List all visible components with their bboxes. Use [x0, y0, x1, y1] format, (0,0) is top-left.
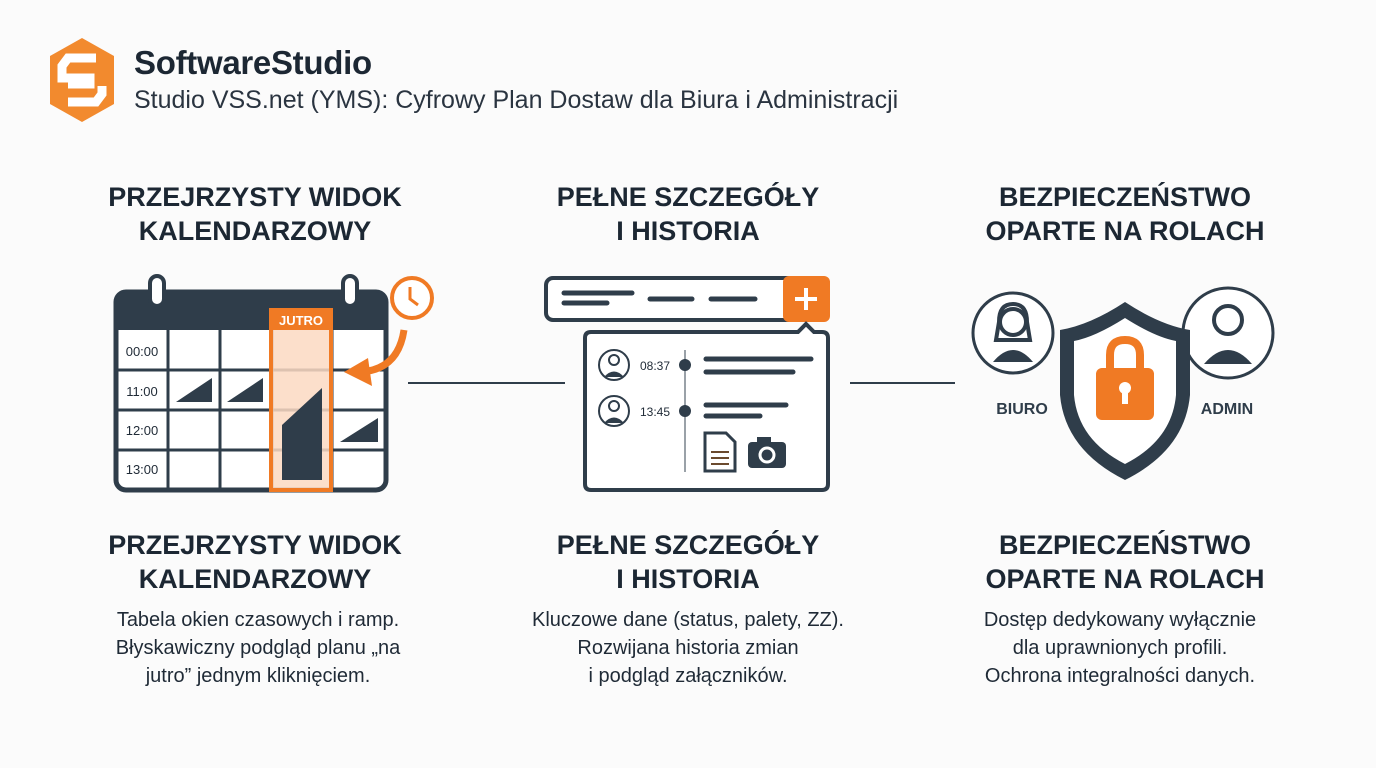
desc-line: Błyskawiczny podgląd planu „na — [115, 637, 401, 659]
time-label: 00:00 — [126, 344, 159, 359]
desc-line: Dostęp dedykowany wyłącznie — [983, 609, 1257, 631]
heading-line: PEŁNE SZCZEGÓŁY — [556, 182, 820, 212]
heading-line: OPARTE NA ROLACH — [985, 216, 1265, 246]
desc-line: jutro” jednym kliknięciem. — [145, 665, 371, 687]
jutro-label: JUTRO — [279, 313, 323, 328]
heading-line: I HISTORIA — [616, 216, 760, 246]
heading-line: PRZEJRZYSTY WIDOK — [108, 530, 402, 560]
calendar-heading: PRZEJRZYSTY WIDOK KALENDARZOWY — [35, 180, 475, 248]
desc-line: Ochrona integralności danych. — [984, 665, 1256, 687]
heading-line: I HISTORIA — [616, 564, 760, 594]
history-time: 13:45 — [640, 405, 670, 419]
history-time: 08:37 — [640, 359, 670, 373]
heading-line: OPARTE NA ROLACH — [985, 564, 1265, 594]
desc-line: i podgląd załączników. — [588, 665, 788, 687]
heading-line: KALENDARZOWY — [138, 216, 372, 246]
heading-line: KALENDARZOWY — [138, 564, 372, 594]
history-heading: PEŁNE SZCZEGÓŁY I HISTORIA — [468, 180, 908, 248]
desc-line: dla uprawnionych profili. — [1012, 637, 1228, 659]
software-studio-logo — [50, 38, 114, 122]
history-description: Kluczowe dane (status, palety, ZZ). Rozw… — [468, 606, 908, 690]
desc-line: Rozwijana historia zmian — [577, 637, 799, 659]
security-description: Dostęp dedykowany wyłącznie dla uprawnio… — [900, 606, 1340, 690]
time-label: 11:00 — [126, 384, 158, 399]
calendar-title: PRZEJRZYSTY WIDOK KALENDARZOWY — [35, 528, 475, 596]
heading-line: PEŁNE SZCZEGÓŁY — [556, 530, 820, 560]
heading-line: BEZPIECZEŃSTWO — [998, 182, 1251, 212]
role-label-admin: ADMIN — [1201, 401, 1253, 418]
security-heading: BEZPIECZEŃSTWO OPARTE NA ROLACH — [905, 180, 1345, 248]
history-panel-icon — [544, 276, 830, 492]
role-security-icon — [971, 286, 1275, 480]
heading-line: PRZEJRZYSTY WIDOK — [108, 182, 402, 212]
security-title: BEZPIECZEŃSTWO OPARTE NA ROLACH — [905, 528, 1345, 596]
calendar-icon — [113, 274, 434, 493]
clock-icon — [390, 276, 434, 320]
brand-name: SoftwareStudio — [134, 44, 372, 81]
heading-line: BEZPIECZEŃSTWO — [998, 530, 1251, 560]
desc-line: Tabela okien czasowych i ramp. — [116, 609, 400, 631]
lock-icon — [1106, 335, 1144, 370]
calendar-description: Tabela okien czasowych i ramp. Błyskawic… — [38, 606, 478, 690]
time-label: 12:00 — [126, 423, 159, 438]
role-label-biuro: BIURO — [996, 401, 1048, 418]
history-title: PEŁNE SZCZEGÓŁY I HISTORIA — [468, 528, 908, 596]
desc-line: Kluczowe dane (status, palety, ZZ). — [532, 609, 844, 631]
time-label: 13:00 — [126, 462, 159, 477]
page-subtitle: Studio VSS.net (YMS): Cyfrowy Plan Dosta… — [134, 86, 899, 114]
